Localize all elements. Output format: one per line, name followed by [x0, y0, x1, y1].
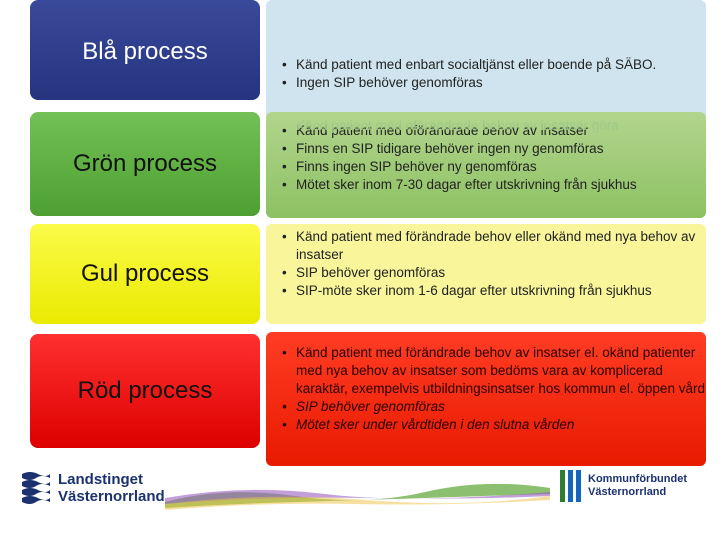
- landstinget-logo: Landstinget Västernorrland: [20, 470, 165, 506]
- right-logo-line2: Västernorrland: [588, 486, 667, 498]
- green-item: Mötet sker inom 7-30 dagar efter utskriv…: [282, 176, 706, 194]
- right-logo-line1: Kommunförbundet: [588, 473, 687, 485]
- red-item: Känd patient med förändrade behov av ins…: [282, 344, 706, 398]
- kommunforbundet-logo: Kommunförbundet Västernorrland: [560, 470, 687, 502]
- kommunforbundet-logo-icon: [560, 470, 581, 502]
- red-process-description: Känd patient med förändrade behov av ins…: [266, 332, 706, 466]
- green-item: Finns en SIP tidigare behöver ingen ny g…: [282, 140, 706, 158]
- yellow-item: SIP behöver genomföras: [282, 264, 706, 282]
- green-process-description: Känd patient med oförändrade behov av in…: [266, 112, 706, 218]
- blue-item: Ingen SIP behöver genomföras: [282, 74, 706, 92]
- yellow-item: Känd patient med förändrade behov eller …: [282, 228, 706, 264]
- green-process-label: Grön process: [30, 112, 260, 216]
- left-logo-line2: Västernorrland: [58, 488, 165, 505]
- blue-item: Känd patient med enbart socialtjänst ell…: [282, 56, 706, 74]
- green-item: Finns ingen SIP behöver ny genomföras: [282, 158, 706, 176]
- yellow-process-title: Gul process: [80, 260, 210, 287]
- yellow-item: SIP-möte sker inom 1-6 dagar efter utskr…: [282, 282, 706, 300]
- blue-process-description: Känd patient med enbart socialtjänst ell…: [266, 0, 706, 120]
- blue-process-title: Blå process: [82, 38, 208, 65]
- red-item: SIP behöver genomföras: [282, 398, 706, 416]
- red-item: Mötet sker under vårdtiden i den slutna …: [282, 416, 706, 434]
- green-item: Känd patient med oförändrade behov av in…: [282, 122, 706, 140]
- left-logo-line1: Landstinget: [58, 471, 143, 488]
- decorative-wave: [165, 483, 550, 510]
- yellow-process-label: Gul process: [30, 224, 260, 324]
- green-overlap-text: Känd patient med oförändrade behov av in…: [296, 118, 619, 133]
- yellow-process-description: Känd patient med förändrade behov eller …: [266, 224, 706, 324]
- green-process-title: Grön process: [72, 150, 218, 177]
- landstinget-logo-icon: [22, 472, 50, 504]
- red-process-label: Röd process: [30, 334, 260, 448]
- red-process-title: Röd process: [77, 377, 213, 404]
- blue-process-label: Blå process: [30, 0, 260, 100]
